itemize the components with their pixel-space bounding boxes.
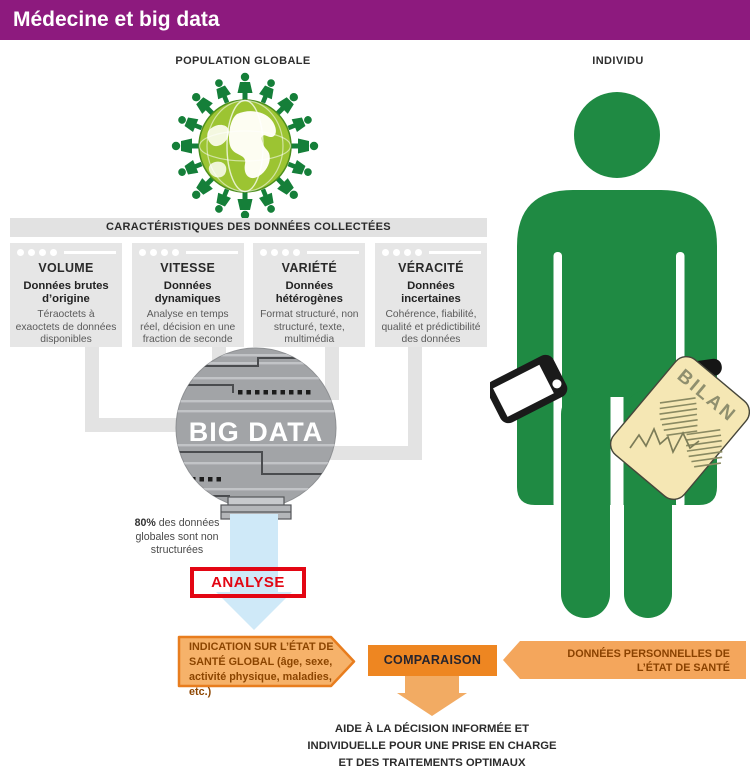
column-title: VARIÉTÉ: [281, 261, 337, 275]
note-percentage: 80%: [134, 517, 156, 529]
big-data-label: BIG DATA: [189, 417, 323, 447]
film-dots-decoration: [138, 249, 238, 256]
chart-squiggle: [629, 426, 700, 455]
column-subtitle: Données brutes d’origine: [23, 280, 109, 305]
column-description: Analyse en temps réel, décision en une f…: [140, 309, 236, 345]
smartphone-icon: [490, 354, 568, 424]
comparaison-down-arrow: [397, 676, 467, 716]
connector-veracite-horizontal: [330, 446, 422, 460]
individual-figure: BILAN: [490, 92, 750, 618]
unstructured-data-note: 80% des données globales sont non struct…: [134, 517, 220, 556]
column-description: Cohérence, fiabilité, qualité et prédict…: [381, 309, 481, 345]
column-title: VÉRACITÉ: [398, 261, 464, 275]
column-description: Téraoctets à exaoctets de données dispon…: [15, 309, 117, 345]
individu-label: INDIVIDU: [592, 55, 644, 67]
comparaison-box: COMPARAISON: [368, 645, 497, 676]
column-title: VITESSE: [160, 261, 216, 275]
indication-arrow-shape: [177, 635, 356, 688]
characteristics-columns: VOLUME Données brutes d’origine Téraocte…: [10, 243, 487, 347]
population-globale-label: POPULATION GLOBALE: [175, 55, 311, 67]
column-title: VOLUME: [38, 261, 94, 275]
analyse-box: ANALYSE: [190, 567, 306, 598]
data-dots-row-1: [238, 390, 311, 395]
personal-data-arrow-shape: [503, 641, 746, 679]
film-dots-decoration: [260, 249, 360, 256]
personal-data-text: DONNÉES PERSONNELLES DE L’ÉTAT DE SANTÉ: [567, 648, 730, 674]
characteristics-title-bar: CARACTÉRISTIQUES DES DONNÉES COLLECTÉES: [10, 218, 487, 237]
person-leg-left: [561, 390, 610, 618]
film-dots-decoration: [381, 249, 481, 256]
connector-veracite: [408, 347, 422, 460]
globe-population-icon: [171, 72, 319, 220]
big-data-sphere: BIG DATA: [175, 347, 337, 520]
column-vitesse: VITESSE Données dynamiques Analyse en te…: [131, 243, 244, 347]
column-description: Format structuré, non structuré, texte, …: [260, 309, 359, 345]
column-variete: VARIÉTÉ Données hétérogènes Format struc…: [253, 243, 366, 347]
connector-volume: [85, 347, 99, 432]
indication-text: INDICATION SUR L’ÉTAT DE SANTÉ GLOBAL (â…: [189, 641, 334, 698]
analysis-flow-arrow: [216, 514, 292, 630]
header-bar: Médecine et big data: [0, 0, 750, 40]
connector-volume-horizontal: [85, 418, 187, 432]
film-dots-decoration: [17, 249, 116, 256]
column-subtitle: Données hétérogènes: [275, 280, 343, 305]
column-subtitle: Données dynamiques: [154, 280, 221, 305]
page-title: Médecine et big data: [13, 8, 220, 31]
column-subtitle: Données incertaines: [401, 280, 461, 305]
person-head: [574, 92, 660, 178]
column-volume: VOLUME Données brutes d’origine Téraocte…: [10, 243, 122, 347]
column-veracite: VÉRACITÉ Données incertaines Cohérence, …: [374, 243, 487, 347]
decision-text: AIDE À LA DÉCISION INFORMÉE ET INDIVIDUE…: [307, 723, 557, 769]
